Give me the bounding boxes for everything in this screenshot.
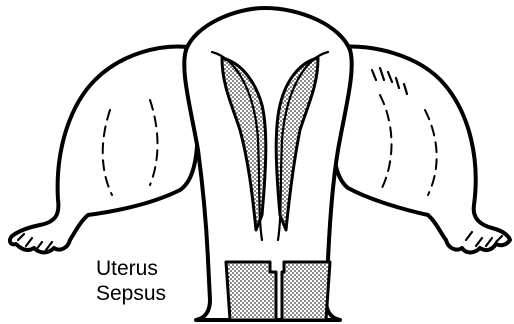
figure-caption: Uterus Sepsus xyxy=(96,256,166,306)
left-fallopian-tube xyxy=(10,47,197,253)
caption-line-2: Sepsus xyxy=(96,281,166,306)
right-fallopian-tube xyxy=(330,47,510,253)
caption-line-1: Uterus xyxy=(96,256,166,281)
